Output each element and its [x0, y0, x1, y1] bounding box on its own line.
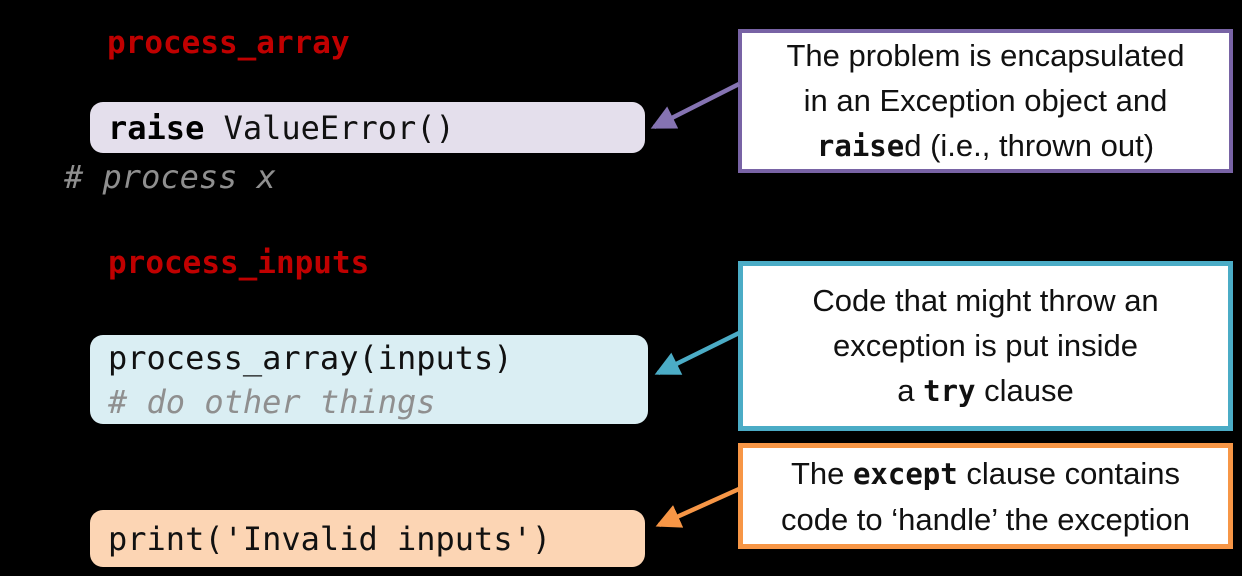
raise-code-line: raise ValueError() [108, 106, 645, 150]
function-label-process-inputs: process_inputs [108, 245, 370, 281]
callout-except-line2: code to ‘handle’ the exception [780, 501, 1191, 537]
callout-try: Code that might throw an exception is pu… [738, 261, 1233, 431]
try-block-box: process_array(inputs) # do other things [90, 335, 648, 424]
callout-raised-codeword: raise [816, 129, 905, 163]
comment-do-other-things: # do other things [108, 382, 436, 421]
callout-except-line1-after: clause contains [957, 455, 1181, 491]
callout-except-codeword: except [852, 456, 958, 491]
callout-raised-line3: raised (i.e., thrown out) [817, 123, 1154, 169]
callout-try-line1: Code that might throw an [812, 283, 1159, 318]
callout-raised-line2: in an Exception object and [803, 83, 1168, 118]
callout-try-line3-after: clause [975, 373, 1074, 408]
function-label-process-array: process_array [107, 25, 350, 61]
raise-statement-box: raise ValueError() [90, 102, 645, 153]
except-arrow [655, 486, 740, 528]
callout-except: The except clause contains code to ‘hand… [738, 443, 1233, 549]
raised-arrow [650, 81, 741, 130]
raise-expression: ValueError() [223, 108, 455, 147]
callout-try-line3-before: a [897, 373, 924, 408]
callout-raised: The problem is encapsulated in an Except… [738, 29, 1233, 173]
callout-except-line1: The except clause contains [791, 451, 1180, 497]
callout-try-line2: exception is put inside [832, 328, 1139, 363]
try-call-line: process_array(inputs) [108, 338, 513, 377]
print-code-line: print('Invalid inputs') [108, 519, 552, 558]
callout-except-line1-before: The [790, 455, 853, 491]
raise-keyword: raise [108, 108, 205, 147]
except-block-box: print('Invalid inputs') [90, 510, 645, 567]
callout-try-codeword: try [923, 374, 976, 408]
callout-raised-line1: The problem is encapsulated [786, 38, 1185, 73]
callout-raised-line3-after: d (i.e., thrown out) [904, 128, 1155, 163]
callout-try-line3: a try clause [897, 368, 1073, 414]
comment-process-x: # process x [64, 158, 276, 196]
try-arrow [654, 330, 740, 376]
